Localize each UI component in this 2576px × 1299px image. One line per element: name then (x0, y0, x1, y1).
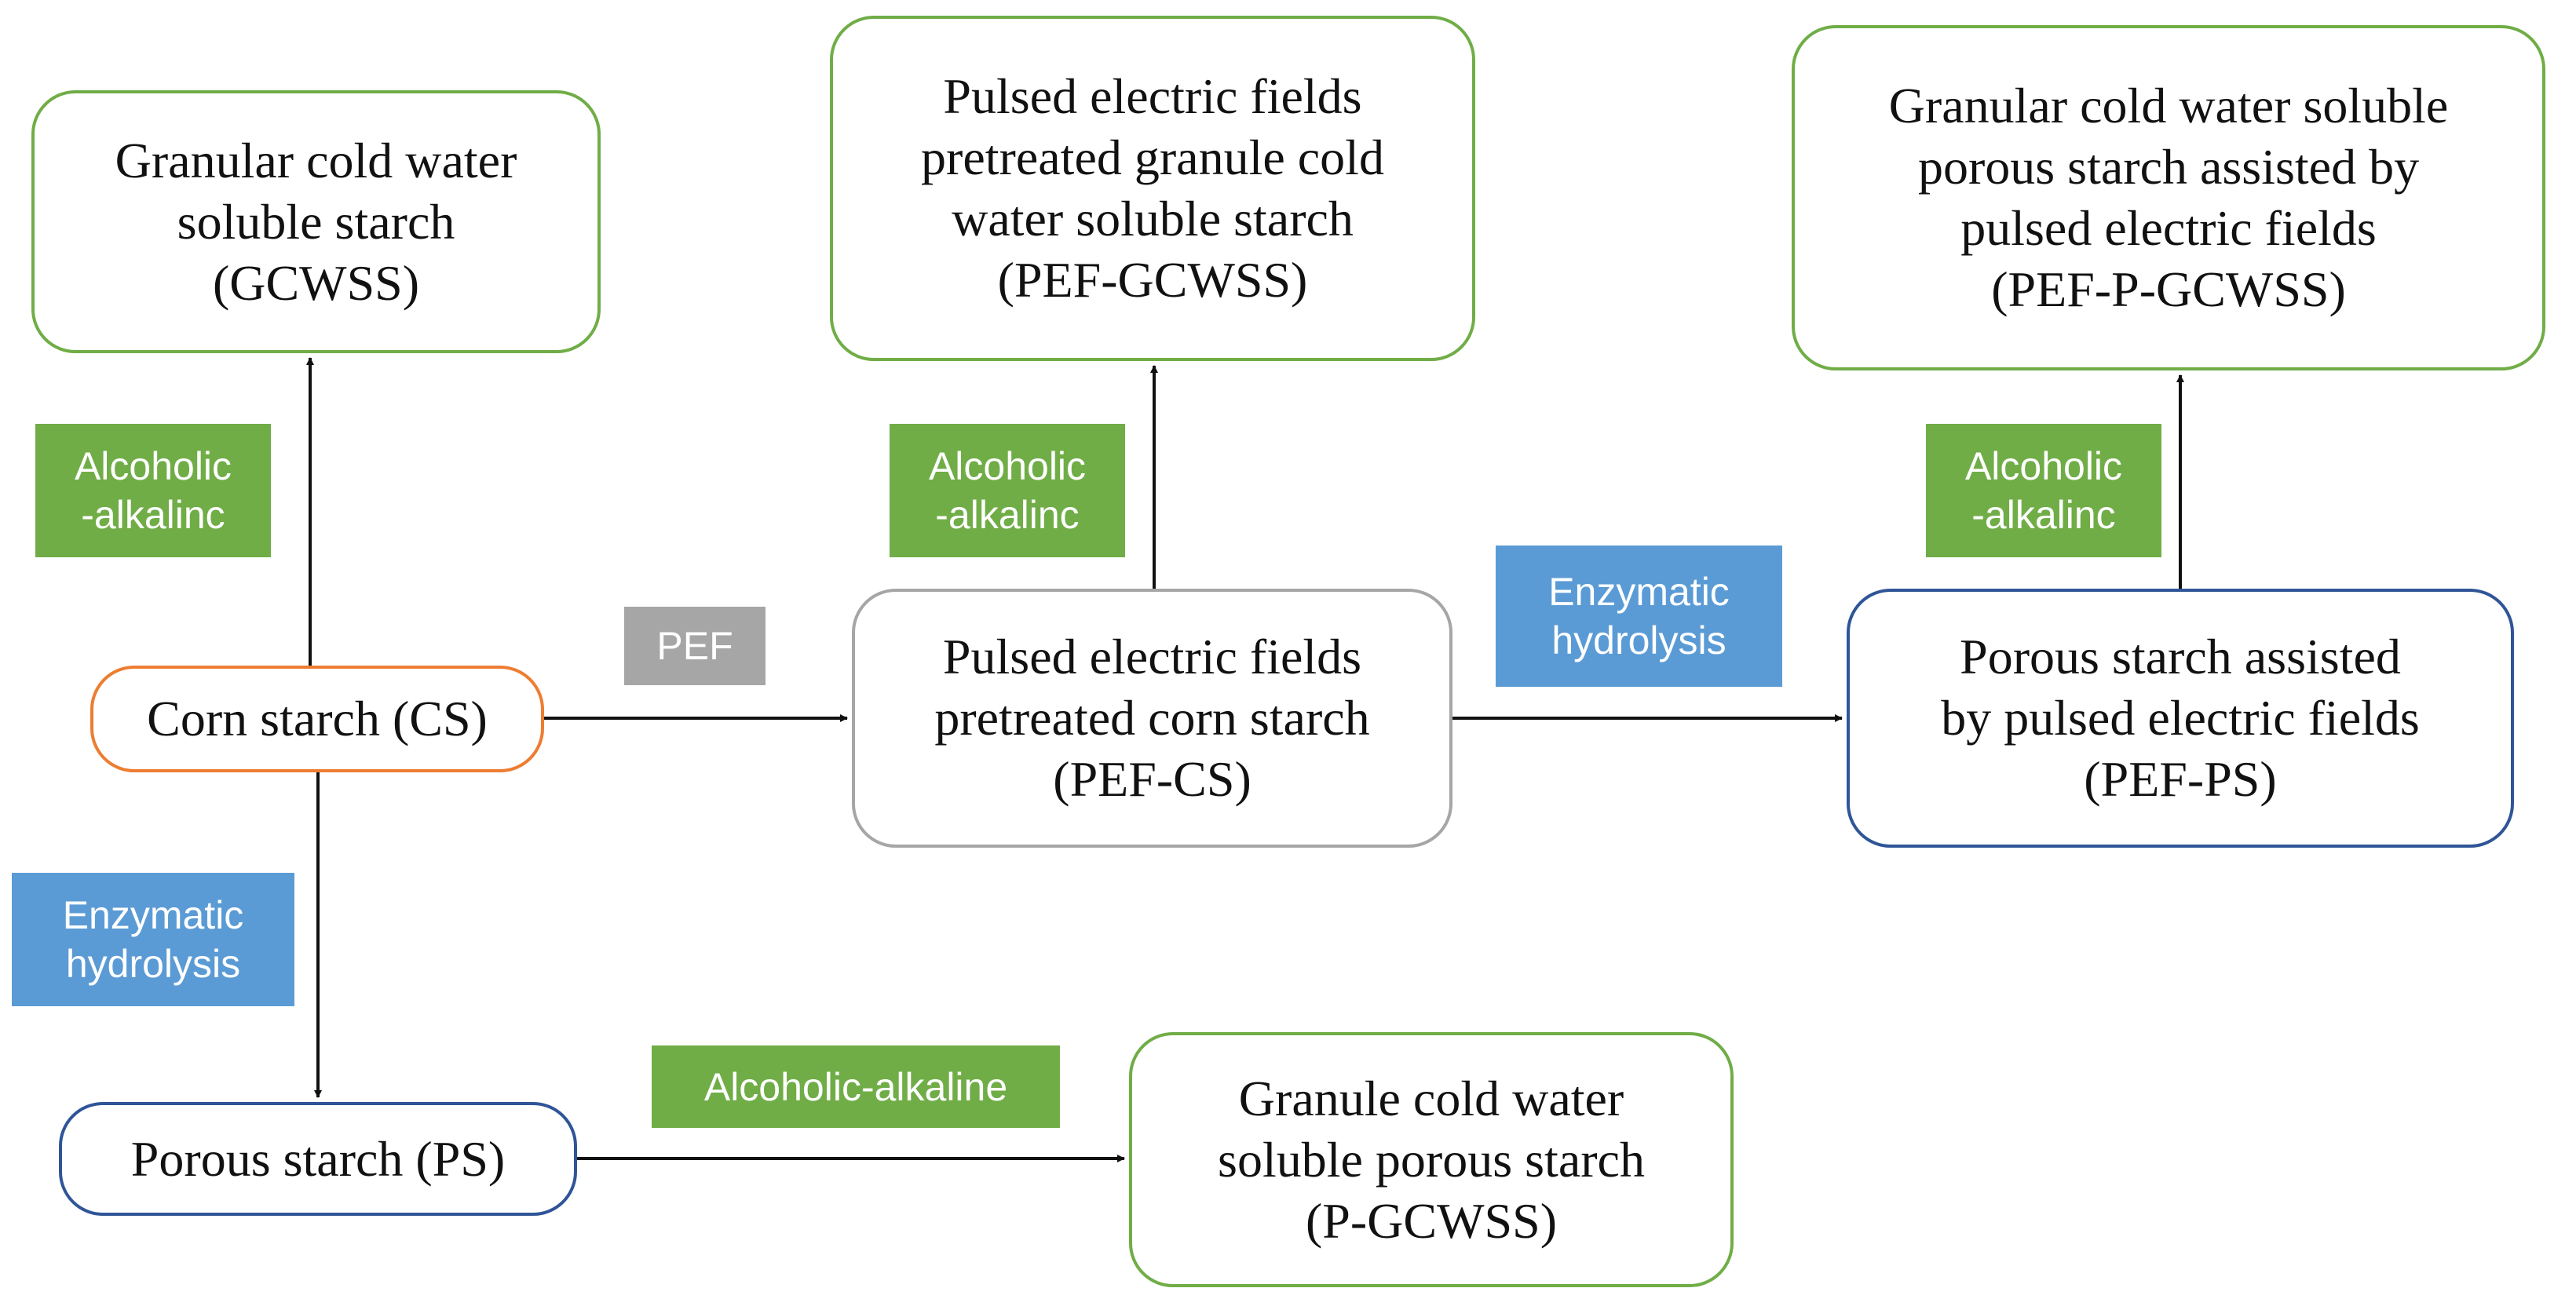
alcoholic-alkaline-tag-2: Alcoholic -alkalinc (890, 424, 1125, 557)
pef-gcwss-node: Pulsed electric fields pretreated granul… (830, 16, 1475, 361)
pef-gcwss-label: Pulsed electric fields pretreated granul… (921, 68, 1384, 308)
pef-p-gcwss-label: Granular cold water soluble porous starc… (1888, 78, 2449, 317)
gcwss-node: Granular cold water soluble starch (GCWS… (31, 90, 601, 353)
alcoholic-alkaline-tag-3: Alcoholic -alkalinc (1926, 424, 2161, 557)
pef-cs-node: Pulsed electric fields pretreated corn s… (852, 589, 1452, 848)
p-gcwss-label: Granule cold water soluble porous starch… (1218, 1070, 1645, 1249)
alcoholic-alkaline-tag-1: Alcoholic -alkalinc (35, 424, 271, 557)
pef-p-gcwss-node: Granular cold water soluble porous starc… (1792, 25, 2545, 370)
alcoholic-alkaline-tag-4-label: Alcoholic-alkaline (703, 1064, 1008, 1109)
alcoholic-alkaline-tag-3-label: Alcoholic -alkalinc (1964, 444, 2123, 537)
porous-starch-label: Porous starch (PS) (130, 1130, 506, 1187)
alcoholic-alkaline-tag-2-label: Alcoholic -alkalinc (928, 444, 1087, 537)
enzymatic-hydrolysis-tag-2-label: Enzymatic hydrolysis (1548, 570, 1730, 662)
alcoholic-alkaline-tag-1-label: Alcoholic -alkalinc (74, 444, 232, 537)
corn-starch-label: Corn starch (CS) (147, 691, 488, 746)
alcoholic-alkaline-tag-4: Alcoholic-alkaline (652, 1045, 1060, 1128)
pef-ps-label: Porous starch assisted by pulsed electri… (1941, 629, 2420, 807)
pef-tag: PEF (624, 607, 765, 685)
enzymatic-hydrolysis-tag-1-label: Enzymatic hydrolysis (62, 893, 244, 986)
enzymatic-hydrolysis-tag-1: Enzymatic hydrolysis (12, 873, 294, 1006)
gcwss-label: Granular cold water soluble starch (GCWS… (115, 132, 517, 311)
enzymatic-hydrolysis-tag-2: Enzymatic hydrolysis (1496, 546, 1782, 687)
corn-starch-node: Corn starch (CS) (90, 666, 544, 772)
pef-tag-label: PEF (656, 624, 733, 668)
pef-cs-label: Pulsed electric fields pretreated corn s… (934, 629, 1370, 807)
p-gcwss-node: Granule cold water soluble porous starch… (1129, 1032, 1734, 1287)
pef-ps-node: Porous starch assisted by pulsed electri… (1847, 589, 2514, 848)
porous-starch-node: Porous starch (PS) (59, 1102, 577, 1216)
